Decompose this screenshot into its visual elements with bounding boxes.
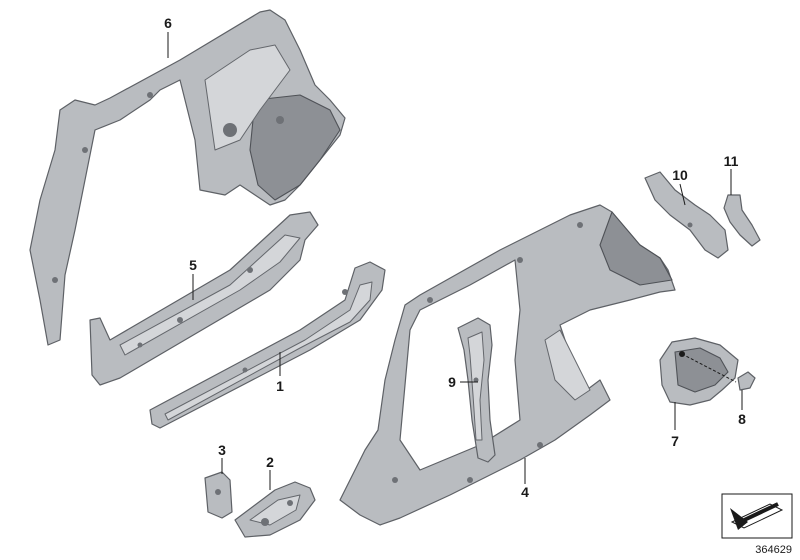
part-10-gusset[interactable] — [644, 171, 729, 259]
callout-10: 10 — [672, 167, 688, 183]
part-2-floor-bracket[interactable] — [234, 481, 316, 538]
part-8-plate[interactable] — [737, 371, 756, 391]
direction-arrow-icon — [730, 502, 784, 530]
callout-4: 4 — [521, 484, 529, 500]
callout-5: 5 — [189, 257, 197, 273]
callout-2: 2 — [266, 454, 274, 470]
callout-6: 6 — [164, 15, 172, 31]
part-1-outer-sill[interactable] — [149, 261, 386, 429]
callout-7: 7 — [671, 433, 679, 449]
reference-number: 364629 — [755, 544, 792, 556]
part-4-side-frame[interactable] — [339, 204, 676, 526]
callout-11: 11 — [724, 153, 739, 169]
part-7-wheel-arch[interactable] — [659, 337, 739, 406]
part-9-pillar-reinforcement[interactable] — [457, 317, 496, 463]
callout-3: 3 — [218, 442, 226, 458]
part-3-bracket[interactable] — [204, 471, 233, 519]
callout-9: 9 — [448, 374, 456, 390]
part-6-rear-side-frame[interactable] — [29, 9, 346, 346]
callout-1: 1 — [276, 378, 284, 394]
callout-8: 8 — [738, 411, 746, 427]
part-5-inner-sill[interactable] — [89, 211, 319, 386]
leader-lines — [167, 32, 743, 490]
part-11-small-gusset[interactable] — [723, 194, 761, 247]
reference-box — [721, 493, 793, 539]
